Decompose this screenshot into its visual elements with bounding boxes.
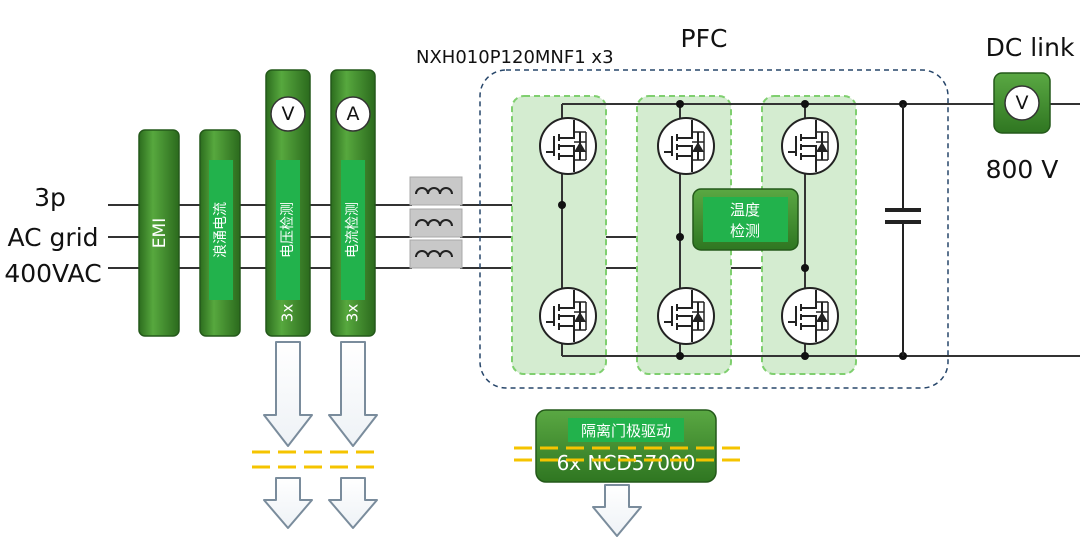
down-arrows xyxy=(263,341,642,537)
ac-input-label: 3p AC grid 400VAC xyxy=(4,183,101,288)
voltmeter-icon xyxy=(1004,85,1040,121)
mosfet-icon xyxy=(539,287,597,345)
mosfet-icon xyxy=(781,287,839,345)
isolation-dividers xyxy=(252,446,740,469)
ammeter-icon xyxy=(335,96,371,132)
dc-link-capacitor-icon xyxy=(885,104,921,356)
gate-driver-label: 隔离门极驱动 xyxy=(581,422,671,440)
arrow-down-icon xyxy=(592,484,642,537)
inductor-icon xyxy=(409,176,463,206)
pfc-title: PFC xyxy=(681,24,728,53)
input-line-3: 400VAC xyxy=(4,259,101,288)
voltage-sense-count: 3x xyxy=(279,304,297,323)
inrush-current-block: 浪涌电流 xyxy=(199,129,241,337)
mosfet-icon xyxy=(539,117,597,175)
ammeter-symbol: A xyxy=(347,103,360,125)
boost-inductors xyxy=(409,176,463,269)
dc-link-title: DC link xyxy=(986,33,1075,62)
voltage-sense-label: 电压检测 xyxy=(280,202,296,258)
current-sense-label: 电流检测 xyxy=(345,202,361,258)
temp-sense-label-2: 检测 xyxy=(730,222,760,240)
arrow-down-icon xyxy=(263,341,313,447)
emi-filter-block: EMI xyxy=(138,129,180,337)
arrow-down-icon xyxy=(263,477,313,529)
voltmeter-symbol: V xyxy=(282,103,295,125)
input-line-2: AC grid xyxy=(7,223,98,252)
dc-link-meter-symbol: V xyxy=(1016,92,1029,114)
current-sense-count: 3x xyxy=(344,304,362,323)
inductor-icon xyxy=(409,239,463,269)
arrow-down-icon xyxy=(328,477,378,529)
pfc-module-part: NXH010P120MNF1 x3 xyxy=(416,47,614,68)
current-sense-block: A 电流检测 3x xyxy=(330,69,376,337)
temp-sense-label-1: 温度 xyxy=(730,201,760,219)
inrush-label: 浪涌电流 xyxy=(213,202,229,258)
voltage-sense-block: V 电压检测 3x xyxy=(265,69,311,337)
arrow-down-icon xyxy=(328,341,378,447)
emi-label: EMI xyxy=(150,218,170,248)
input-line-1: 3p xyxy=(34,183,66,212)
pfc-boundary xyxy=(479,69,949,389)
temperature-sense-block: 温度 检测 xyxy=(692,188,799,251)
dc-link-voltage: 800 V xyxy=(986,155,1059,184)
mosfet-icon xyxy=(657,287,715,345)
voltmeter-icon xyxy=(270,96,306,132)
gate-driver-part: 6x NCD57000 xyxy=(557,451,696,475)
dc-link-voltmeter: V xyxy=(993,72,1051,134)
gate-driver-block: 隔离门极驱动 6x NCD57000 xyxy=(535,409,717,483)
mosfet-icon xyxy=(781,117,839,175)
mosfet-icon xyxy=(657,117,715,175)
inductor-icon xyxy=(409,208,463,238)
